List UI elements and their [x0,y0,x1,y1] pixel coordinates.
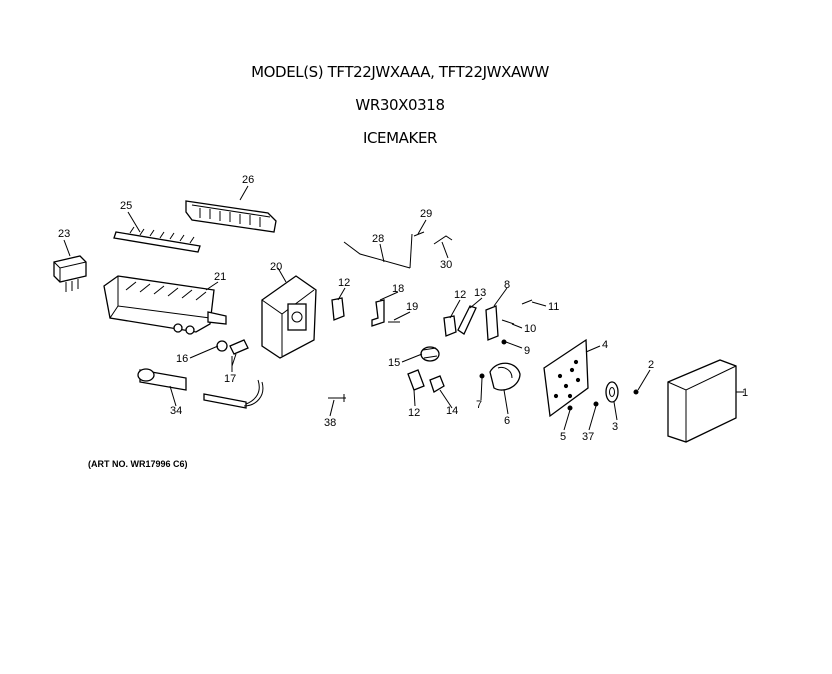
callout-26: 26 [242,174,254,186]
callout-labels: 1 2 3 4 5 6 7 8 9 10 11 12 12 12 13 14 1… [58,174,748,443]
callout-15: 15 [388,357,400,369]
callout-12a: 12 [338,277,350,289]
part-18-lever [371,299,385,327]
callout-10: 10 [524,323,536,335]
callout-20: 20 [270,261,282,273]
part-17-bracket [229,339,249,367]
part-14-cam [429,375,445,393]
callout-4: 4 [602,339,608,351]
part-12b-bracket [443,315,457,337]
section-title: ICEMAKER [362,129,438,147]
part-4-support-plate [543,338,589,418]
callout-3: 3 [612,421,618,433]
part-30-spring [433,235,453,245]
callout-29: 29 [420,208,432,220]
callout-19: 19 [406,301,418,313]
callout-16: 16 [176,353,188,365]
part-12c-bracket [407,369,425,391]
part-5-screw [567,405,573,411]
part-1-housing [667,359,737,443]
callout-13: 13 [474,287,486,299]
callout-23: 23 [58,228,70,240]
part-16-gear [216,340,228,352]
callout-2: 2 [648,359,654,371]
part-15-thermostat [420,346,440,362]
part-wire-harness [203,379,264,409]
callout-7: 7 [476,399,482,411]
callout-14: 14 [446,405,458,417]
callout-30: 30 [440,259,452,271]
callout-38: 38 [324,417,336,429]
part-11-screw [521,299,533,305]
callout-17: 17 [224,373,236,385]
callout-34: 34 [170,405,182,417]
part-13-arm [457,305,477,335]
part-29-screw [413,231,425,237]
callout-28: 28 [372,233,384,245]
part-34-fill-cup [137,368,187,391]
part-12a-bracket [331,297,345,321]
callout-12c: 12 [408,407,420,419]
art-number: (ART NO. WR17996 C6) [88,459,188,469]
callout-9: 9 [524,345,530,357]
part-26-ejector-cover [185,200,277,233]
callout-5: 5 [560,431,566,443]
callout-6: 6 [504,415,510,427]
part-25-ejector [113,226,201,253]
part-38-screw [328,394,346,402]
part-9-screw [501,339,507,345]
callout-11: 11 [548,301,559,313]
model-title: MODEL(S) TFT22JWXAAA, TFT22JWXAWW [251,63,549,81]
callout-25: 25 [120,200,132,212]
part-6-motor [489,362,521,391]
leader-lines [63,185,744,431]
part-number: WR30X0318 [355,96,445,114]
part-23-switch [53,255,87,292]
part-37-screw [593,401,599,407]
part-21-ice-mold [103,275,227,335]
callout-12b: 12 [454,289,466,301]
part-2-screw [633,389,639,395]
part-8-switch [485,305,499,341]
part-7-screw [479,373,485,379]
part-3-gear [605,381,619,403]
part-10-spring [501,319,515,325]
callout-21: 21 [214,271,226,283]
part-28-shutoff-arm [343,233,413,269]
callout-18: 18 [392,283,404,295]
part-20-frame [261,275,317,359]
callout-37: 37 [582,431,594,443]
callout-8: 8 [504,279,510,291]
callout-1: 1 [742,387,748,399]
